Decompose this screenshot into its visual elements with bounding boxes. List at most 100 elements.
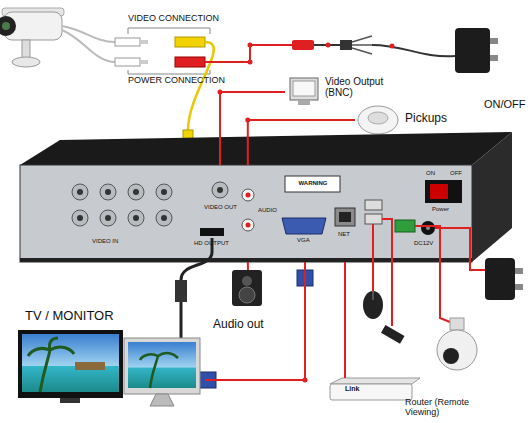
mouse: [363, 291, 383, 319]
port-label: VIDEO OUT: [204, 204, 237, 211]
bnc-port: [128, 210, 144, 226]
switch-label: ON: [426, 170, 435, 177]
bnc-port: [156, 210, 172, 226]
audio-port: [242, 219, 254, 231]
palm-tree: [28, 338, 74, 392]
dvr-back-panel: [20, 165, 472, 262]
port-label: VGA: [297, 237, 310, 244]
router-top: [330, 378, 420, 384]
wire-dot: [390, 44, 395, 49]
port-label: Power: [432, 206, 449, 213]
warning-plate: [285, 176, 340, 192]
bnc-pin: [161, 189, 167, 195]
rs485-terminal: [395, 220, 415, 232]
adapter-prong: [515, 284, 523, 290]
bnc-pins: [77, 187, 223, 221]
power-adapter: [455, 28, 490, 73]
adapter-prong: [490, 55, 498, 61]
monitor-screen: [128, 342, 196, 388]
palm-tree: [140, 353, 178, 388]
power-adapter: [485, 258, 515, 300]
tv-frame: [18, 330, 123, 398]
wire-dot: [248, 60, 253, 65]
splitter: [340, 40, 352, 50]
dvr: [20, 132, 512, 262]
red-wire: [372, 224, 374, 291]
adapter-prong: [490, 38, 498, 44]
ptz-camera: [437, 318, 477, 370]
tv-hut: [75, 362, 105, 370]
power-rocker: [430, 184, 448, 199]
bnc-port: [72, 184, 88, 200]
monitor-screen: [293, 81, 315, 96]
red-wire: [435, 228, 485, 270]
bnc-port: [212, 182, 228, 198]
hdmi-plug: [175, 280, 187, 302]
cable-connector: [205, 262, 305, 380]
vga-port: [282, 218, 326, 234]
bracket-line: [128, 28, 210, 34]
red-wire: [382, 219, 392, 326]
bnc-pin: [133, 215, 139, 221]
router-device: LinkRouter (Remote Viewing): [325, 378, 490, 420]
hdmi-port: [200, 228, 224, 236]
white-plug: [115, 38, 140, 46]
wire-dot: [248, 43, 253, 48]
dvr-side: [472, 132, 512, 262]
camera-bracket: [22, 40, 30, 58]
port-label: DC12V: [414, 240, 433, 247]
bnc-pin: [77, 189, 83, 195]
red-plug: [292, 40, 314, 50]
switch-caption: ON/OFF: [484, 98, 526, 110]
bnc-pin: [133, 189, 139, 195]
mic-body: [358, 106, 398, 134]
dc-jack: [421, 221, 435, 235]
bullet-camera: [0, 8, 64, 67]
bnc-pin: [105, 189, 111, 195]
ptz-dome: [437, 330, 477, 370]
microphone: [358, 106, 398, 134]
hdmi-wire: [180, 302, 183, 340]
connection-label: POWER CONNECTION: [128, 76, 225, 86]
usb-port: [365, 214, 382, 224]
pc-monitor: [124, 338, 200, 406]
white-plug-tip: [140, 40, 148, 44]
device-label: Video Output (BNC): [325, 76, 407, 98]
monitor-stand: [150, 394, 174, 406]
vga-plug: [297, 270, 313, 286]
device-label: Audio out: [213, 318, 264, 331]
bnc-pin: [77, 215, 83, 221]
video-output-device: Video Output (BNC): [285, 72, 410, 112]
cable-connector: [248, 120, 355, 165]
wire-dot: [245, 118, 250, 123]
net-port: [335, 208, 355, 226]
mic-grille: [368, 112, 388, 124]
tv-stand: [60, 398, 80, 403]
port-label: VIDEO IN: [92, 238, 118, 245]
router: [330, 378, 420, 400]
red-wire: [205, 45, 292, 62]
white-plug: [115, 58, 140, 66]
router-brand: Link: [345, 385, 359, 393]
red-wire: [415, 226, 450, 322]
black-wire: [372, 45, 455, 56]
connection-label: VIDEO CONNECTION: [128, 14, 219, 24]
bnc-port: [100, 184, 116, 200]
bnc-port: [72, 210, 88, 226]
cable-connector: [247, 262, 249, 270]
ptz-lens: [443, 348, 459, 364]
red-plug: [175, 57, 205, 67]
camera-cables: [62, 26, 210, 74]
device-label: Router (Remote Viewing): [405, 398, 490, 418]
device-label: TV / MONITOR: [25, 309, 114, 323]
wire-dot: [302, 377, 307, 382]
cable-connector: [220, 92, 285, 165]
adapter-prong: [515, 268, 523, 274]
power-switch: [425, 180, 462, 203]
bnc-port: [128, 184, 144, 200]
bnc-pin: [217, 187, 223, 193]
camera-lens-glass: [2, 22, 10, 30]
tv-monitor-device: TV / MONITOR: [15, 305, 205, 410]
camera-base: [12, 57, 40, 67]
